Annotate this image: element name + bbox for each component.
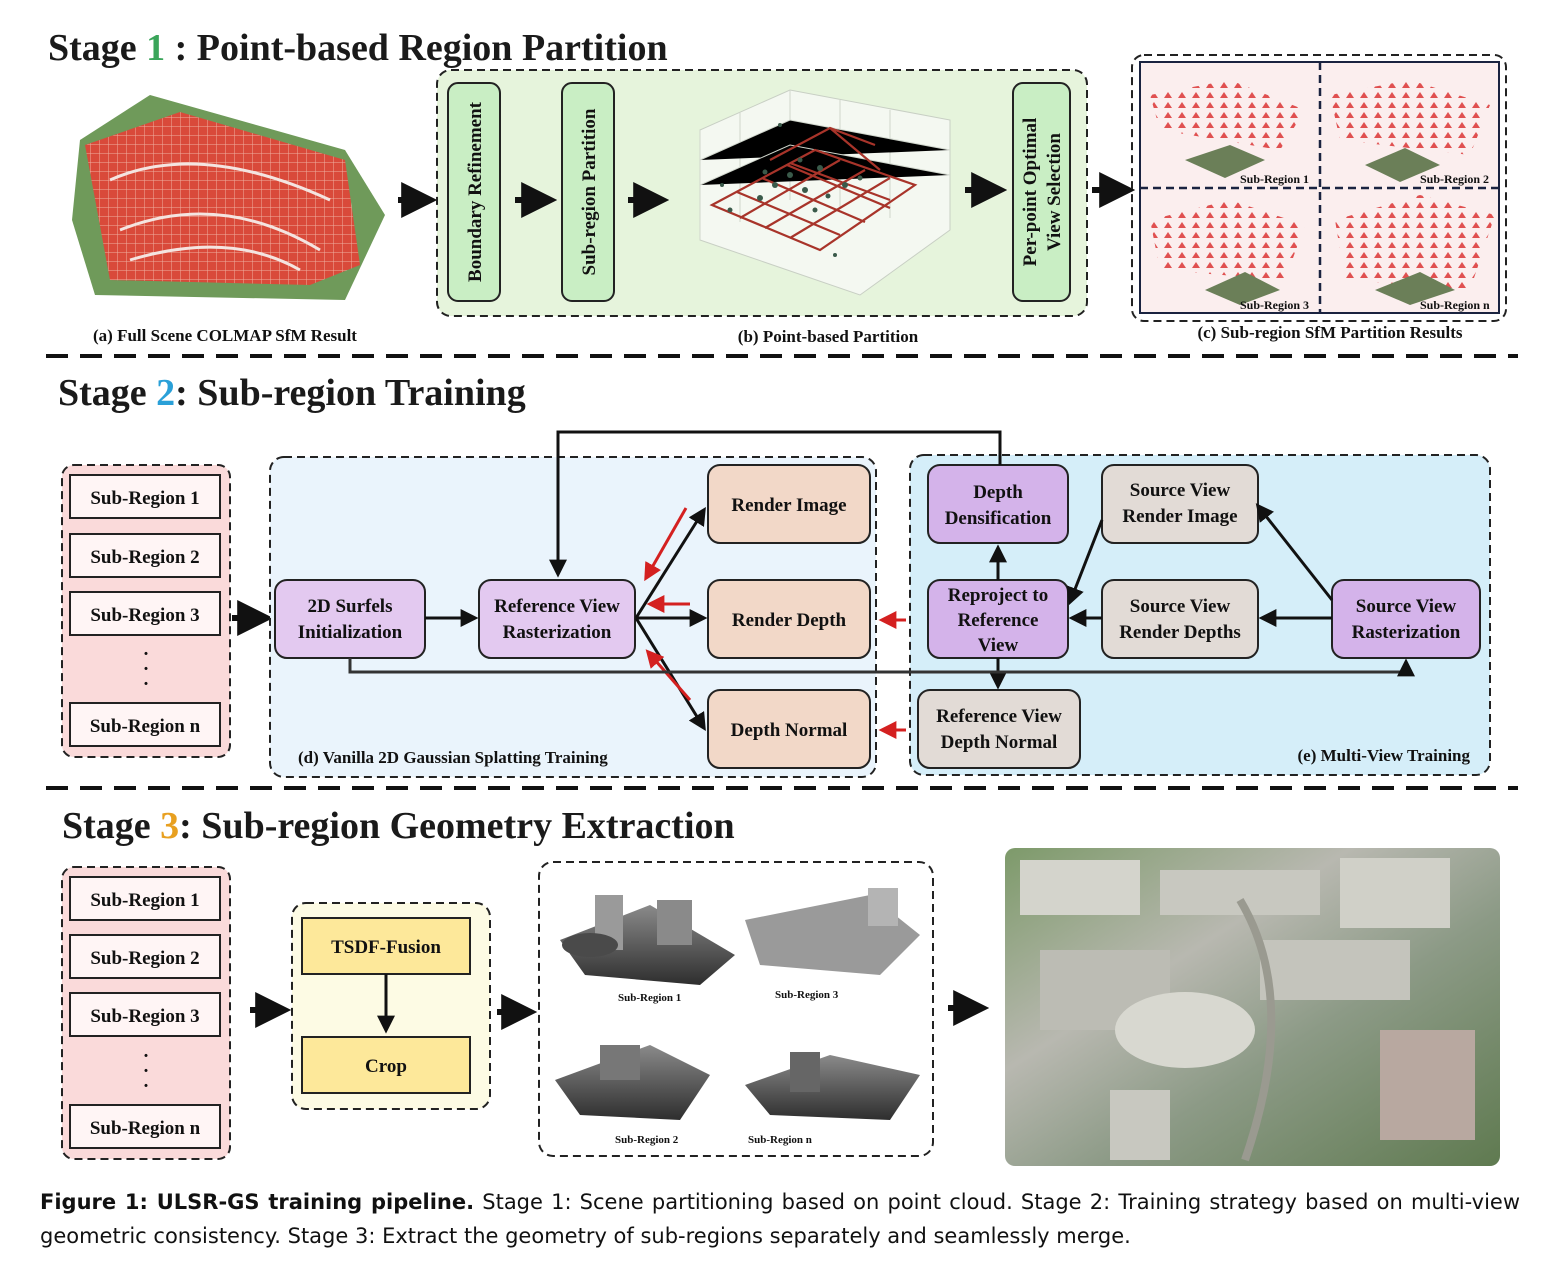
- subregion-camera-clouds: [1150, 80, 1495, 305]
- boundary-refinement-box: [447, 82, 501, 302]
- stage2-region-n: [69, 702, 221, 747]
- mesh-renderings: [555, 888, 920, 1120]
- stage2-dots-1: .: [144, 639, 149, 660]
- src-render-depths-box: [1101, 579, 1259, 659]
- ref-depth-normal-box: [917, 689, 1081, 769]
- reproject-line2: Reference: [958, 610, 1039, 631]
- stage3-region-1-label: Sub-Region 1: [90, 890, 199, 911]
- sfm-label-subregion-n: Sub-Region n: [1420, 298, 1490, 312]
- stage2-region-3: [69, 591, 221, 636]
- sfm-label-subregion-1: Sub-Region 1: [1240, 172, 1309, 186]
- full-scene-sfm-image: [72, 95, 385, 300]
- src-render-depths-line2: Render Depths: [1119, 622, 1241, 643]
- src-render-image-box: [1101, 464, 1259, 544]
- stage2-dots-2: .: [144, 654, 149, 675]
- boundary-refinement-label: Boundary Refinement: [465, 101, 486, 282]
- stage3-dots-3: .: [144, 1071, 149, 1092]
- mesh-label-subregion-3: Sub-Region 3: [775, 989, 839, 1001]
- caption-text: Stage 1: Scene partitioning based on poi…: [40, 1190, 1521, 1248]
- stage3-dots-2: .: [144, 1056, 149, 1077]
- stage2-region-2: [69, 533, 221, 578]
- stage3-region-3-label: Sub-Region 3: [90, 1006, 199, 1027]
- caption-bold: Figure 1: ULSR-GS training pipeline.: [40, 1190, 475, 1214]
- src-raster-line2: Rasterization: [1352, 622, 1461, 643]
- stage2-region-n-label: Sub-Region n: [90, 716, 201, 737]
- ref-raster-box: [478, 579, 636, 659]
- ref-depth-normal-line2: Depth Normal: [941, 732, 1058, 753]
- reproject-line3: View: [978, 635, 1019, 656]
- densification-line2: Densification: [945, 508, 1052, 529]
- mesh-label-subregion-2: Sub-Region 2: [615, 1134, 679, 1146]
- depth-normal-label: Depth Normal: [731, 720, 848, 741]
- stage3-region-3: [69, 992, 221, 1037]
- sfm-label-subregion-2: Sub-Region 2: [1420, 172, 1489, 186]
- arrow-src-raster-to-image: [1255, 503, 1334, 601]
- stage2-dots-3: .: [144, 669, 149, 690]
- render-depth-box: [707, 579, 871, 659]
- depth-normal-box: [707, 689, 871, 769]
- sfm-label-subregion-3: Sub-Region 3: [1240, 298, 1309, 312]
- stage2-title: Stage 2: Sub-region Training: [58, 372, 526, 414]
- reproject-line1: Reproject to: [948, 585, 1048, 606]
- subregion-partition-box: [561, 82, 615, 302]
- surfels-init-line1: 2D Surfels: [308, 596, 393, 617]
- subregion-results-panel: [1131, 54, 1507, 322]
- crop-box: [301, 1036, 471, 1094]
- stage3-title: Stage 3: Sub-region Geometry Extraction: [62, 805, 735, 847]
- src-render-depths-line1: Source View: [1130, 596, 1231, 617]
- ref-depth-normal-line1: Reference View: [936, 706, 1062, 727]
- arrow-surfels-to-src-raster: [348, 658, 1415, 677]
- red-arrow-loss-normal: [645, 649, 692, 701]
- src-render-image-line2: Render Image: [1122, 506, 1237, 527]
- surfels-init-line2: Initialization: [298, 622, 403, 643]
- caption-d: (d) Vanilla 2D Gaussian Splatting Traini…: [298, 748, 608, 767]
- subregion-partition-label: Sub-region Partition: [579, 108, 600, 275]
- arrow-densification-loop: [549, 430, 1002, 578]
- figure-caption: Figure 1: ULSR-GS training pipeline. Sta…: [40, 1185, 1520, 1253]
- view-selection-box: [1012, 82, 1071, 302]
- crop-label: Crop: [365, 1056, 407, 1077]
- densification-line1: Depth: [973, 482, 1023, 503]
- render-image-box: [707, 464, 871, 544]
- caption-a: (a) Full Scene COLMAP SfM Result: [93, 326, 357, 345]
- mesh-label-subregion-1: Sub-Region 1: [618, 992, 681, 1004]
- stage3-region-1: [69, 876, 221, 921]
- partition-3d-plot: [699, 89, 951, 296]
- mesh-label-subregion-n: Sub-Region n: [748, 1134, 812, 1146]
- tsdf-fusion-label: TSDF-Fusion: [331, 937, 441, 958]
- view-selection-line1: Per-point Optimal: [1020, 118, 1041, 267]
- stage3-region-2: [69, 934, 221, 979]
- caption-b: (b) Point-based Partition: [738, 327, 919, 346]
- caption-c: (c) Sub-region SfM Partition Results: [1197, 323, 1462, 342]
- surfels-init-box: [274, 579, 426, 659]
- stage2-region-2-label: Sub-Region 2: [90, 547, 199, 568]
- caption-e: (e) Multi-View Training: [1298, 746, 1471, 765]
- tsdf-fusion-box: [301, 917, 471, 975]
- stage1-title: Stage 1 : Point-based Region Partition: [48, 27, 668, 69]
- red-arrow-loss-image: [644, 507, 688, 582]
- render-image-label: Render Image: [731, 495, 846, 516]
- src-raster-line1: Source View: [1356, 596, 1457, 617]
- ref-raster-line1: Reference View: [494, 596, 620, 617]
- pipeline-figure: Stage 1 : Point-based Region Partition (…: [46, 27, 1518, 1166]
- merged-scene-image: [1005, 848, 1500, 1166]
- stage3-region-2-label: Sub-Region 2: [90, 948, 199, 969]
- depth-densification-box: [927, 464, 1069, 544]
- view-selection-line2: View Selection: [1044, 133, 1065, 251]
- stage3-region-n-label: Sub-Region n: [90, 1118, 201, 1139]
- ref-raster-line2: Rasterization: [503, 622, 612, 643]
- stage3-region-n: [69, 1104, 221, 1149]
- src-render-image-line1: Source View: [1130, 480, 1231, 501]
- stage2-region-1: [69, 474, 221, 519]
- src-raster-box: [1331, 579, 1481, 659]
- stage2-region-1-label: Sub-Region 1: [90, 488, 199, 509]
- stage2-region-3-label: Sub-Region 3: [90, 605, 199, 626]
- render-depth-label: Render Depth: [732, 610, 847, 631]
- stage3-dots-1: .: [144, 1041, 149, 1062]
- subregion-grid-dividers: [1140, 62, 1499, 313]
- arrow-image-to-reproject: [1066, 519, 1104, 606]
